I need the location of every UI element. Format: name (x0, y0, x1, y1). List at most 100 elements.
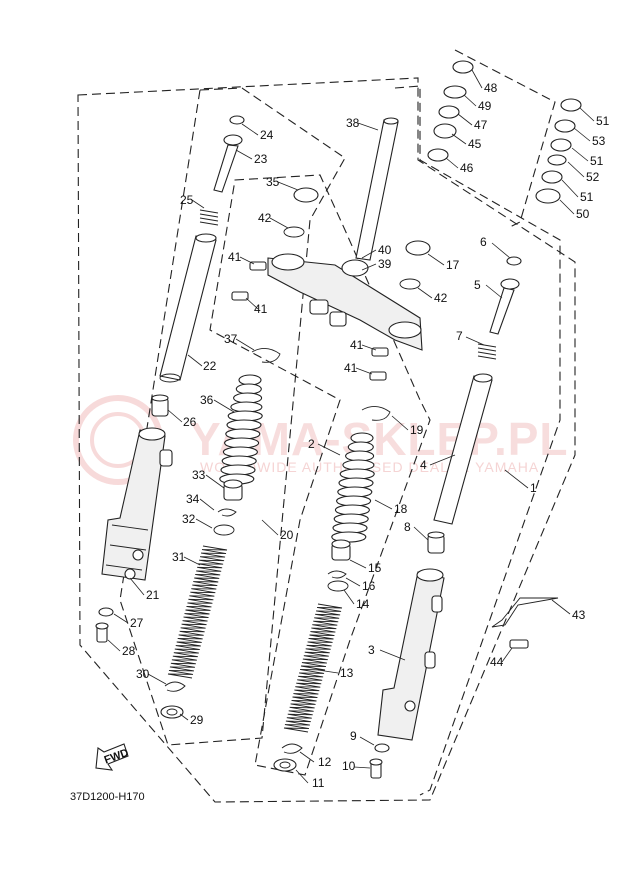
part-label-53: 53 (592, 134, 606, 148)
part-label-47: 47 (474, 118, 488, 132)
part-label-41d: 41 (344, 361, 358, 375)
part-label-45: 45 (468, 137, 482, 151)
part-label-18: 18 (394, 502, 408, 516)
collar-right (427, 531, 445, 554)
part-label-3: 3 (368, 643, 375, 657)
outer-tube-left (101, 427, 173, 581)
part-label-46: 46 (460, 161, 474, 175)
part-label-17: 17 (446, 258, 460, 272)
clip-42a (283, 226, 305, 238)
washer-right (374, 743, 390, 753)
part-label-5: 5 (474, 278, 481, 292)
cap-bolt-left (213, 115, 245, 193)
part-label-44: 44 (490, 655, 504, 669)
collar-left (151, 394, 169, 417)
steering-stem (355, 117, 399, 261)
part-label-6: 6 (480, 235, 487, 249)
clip-left (217, 508, 237, 517)
part-label-4: 4 (420, 458, 427, 472)
part-label-14: 14 (356, 597, 370, 611)
part-label-12: 12 (318, 755, 332, 769)
dust-boot-left (219, 374, 263, 485)
upper-stem-parts (427, 60, 582, 204)
part-label-19: 19 (410, 423, 424, 437)
part-label-7: 7 (456, 329, 463, 343)
inner-tube-right (433, 373, 493, 525)
part-label-13: 13 (340, 666, 354, 680)
part-label-15: 15 (368, 561, 382, 575)
diagram-code: 37D1200-H170 (70, 791, 145, 803)
part-label-21: 21 (146, 588, 160, 602)
fork-parts: FWD (95, 60, 582, 779)
fork-spring-left (167, 545, 228, 679)
part-label-27: 27 (130, 616, 144, 630)
fork-spring-right (283, 603, 343, 733)
clip-19 (361, 406, 391, 421)
part-label-23: 23 (254, 152, 268, 166)
cap-bolt-right (489, 256, 522, 335)
part-label-41c: 41 (350, 338, 364, 352)
inner-tube-left (159, 233, 217, 383)
pinch-bolt-2 (231, 291, 249, 301)
part-label-28: 28 (122, 644, 136, 658)
seal-right-small (331, 539, 351, 561)
part-label-49: 49 (478, 99, 492, 113)
seal-left-small (223, 479, 243, 501)
oil-seal-right (273, 758, 297, 772)
part-label-51b: 51 (590, 154, 604, 168)
part-label-41a: 41 (228, 250, 242, 264)
fwd-arrow: FWD (95, 743, 130, 771)
part-label-30: 30 (136, 667, 150, 681)
pinch-bolt-4 (369, 371, 387, 381)
part-label-22: 22 (203, 359, 217, 373)
drain-bolt-left (95, 622, 109, 643)
part-label-42b: 42 (434, 291, 448, 305)
oring-right (327, 580, 349, 592)
part-label-10: 10 (342, 759, 356, 773)
circlip-left (164, 681, 186, 692)
part-labels: 1 2 3 4 5 6 7 8 9 10 11 12 13 14 15 16 1… (70, 81, 610, 803)
part-label-36: 36 (200, 393, 214, 407)
part-label-33: 33 (192, 468, 206, 482)
clip-42b (399, 278, 421, 290)
clip-right (327, 570, 347, 579)
part-label-32: 32 (182, 512, 196, 526)
clip-37 (251, 348, 281, 363)
drain-bolt-right (369, 758, 383, 779)
part-label-48: 48 (484, 81, 498, 95)
part-label-35: 35 (266, 175, 280, 189)
part-label-42a: 42 (258, 211, 272, 225)
dust-boot-right (331, 432, 375, 543)
part-label-37: 37 (224, 332, 238, 346)
part-label-1: 1 (530, 481, 537, 495)
assembly-outlines (77, 49, 576, 803)
part-label-8: 8 (404, 520, 411, 534)
part-label-52: 52 (586, 170, 600, 184)
part-label-41b: 41 (254, 302, 268, 316)
part-label-31: 31 (172, 550, 186, 564)
part-label-39: 39 (378, 257, 392, 271)
part-label-16: 16 (362, 579, 376, 593)
part-label-24: 24 (260, 128, 274, 142)
part-label-51a: 51 (596, 114, 610, 128)
washer-left (98, 607, 114, 617)
spacer-spring-right (477, 343, 497, 360)
cable-guide (491, 597, 559, 628)
part-label-34: 34 (186, 492, 200, 506)
part-label-50: 50 (576, 207, 590, 221)
part-label-2: 2 (308, 437, 315, 451)
part-label-51c: 51 (580, 190, 594, 204)
cap-17 (405, 240, 431, 256)
part-label-43: 43 (572, 608, 586, 622)
leader-lines (107, 69, 595, 784)
part-label-38: 38 (346, 116, 360, 130)
part-label-29: 29 (190, 713, 204, 727)
part-label-20: 20 (280, 528, 294, 542)
part-label-40: 40 (378, 243, 392, 257)
circlip-right (281, 743, 303, 754)
under-bracket (267, 253, 423, 351)
spacer-spring-left (199, 209, 219, 226)
part-label-11: 11 (312, 776, 325, 790)
outer-tube-right (377, 568, 445, 741)
